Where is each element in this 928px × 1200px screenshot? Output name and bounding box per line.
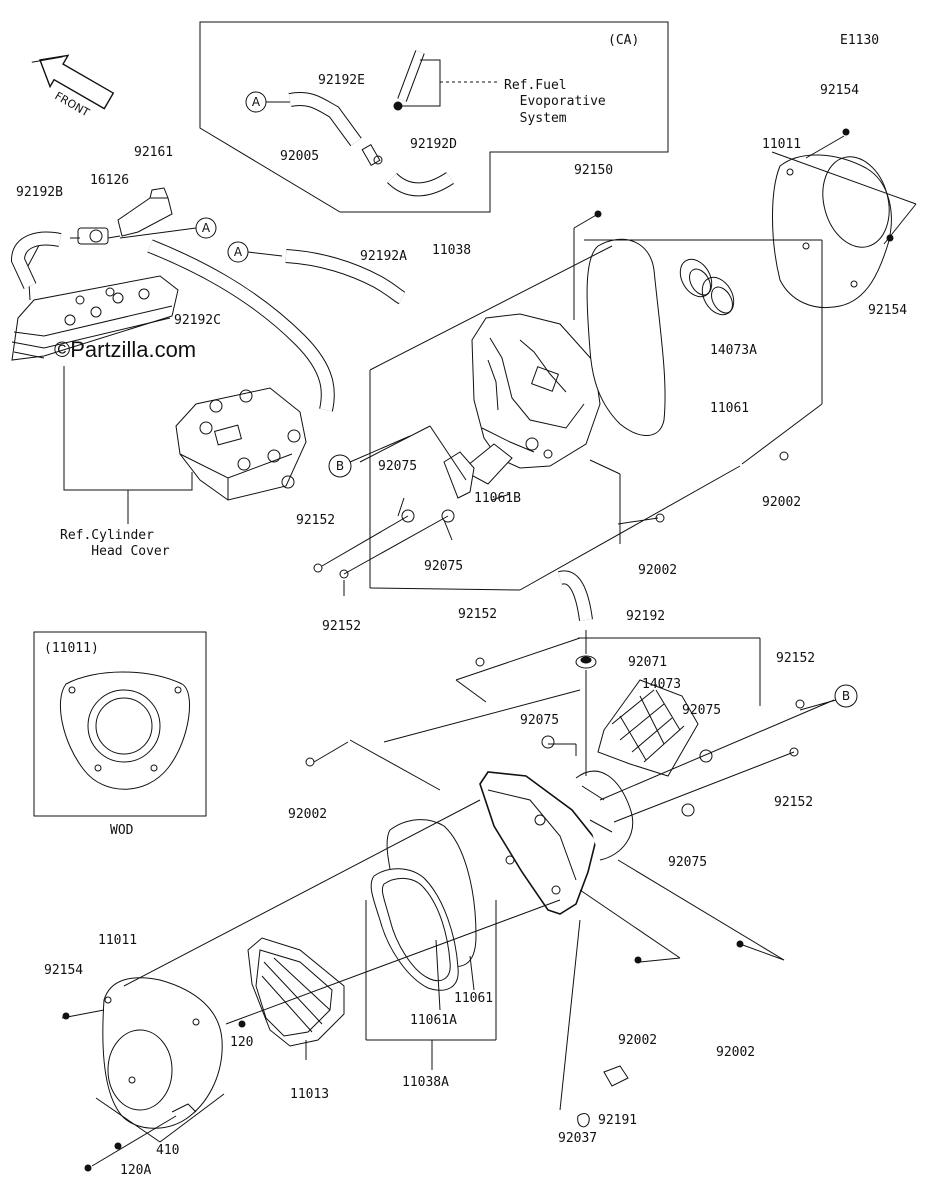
watermark: ©Partzilla.com <box>54 337 197 362</box>
lower-leaders <box>61 630 835 1167</box>
marker-a-right-text: A <box>234 245 243 259</box>
part-label[interactable]: 92192B <box>16 185 63 200</box>
part-label[interactable]: 92154 <box>868 303 908 318</box>
part-label[interactable]: 92002 <box>638 563 678 578</box>
hose-92192C[interactable] <box>147 239 335 412</box>
part-label[interactable]: 92075 <box>378 459 418 474</box>
part-label[interactable]: 92192 <box>626 609 666 624</box>
part-label[interactable]: 120A <box>120 1163 152 1178</box>
part-label[interactable]: 11061 <box>454 991 494 1006</box>
ca-region-outline <box>199 21 669 213</box>
part-label[interactable]: 410 <box>156 1143 180 1158</box>
part-label[interactable]: 92191 <box>598 1113 638 1128</box>
gasket-11061B[interactable] <box>443 451 475 499</box>
marker-b-lower-text: B <box>842 689 850 703</box>
part-label[interactable]: 92002 <box>288 807 328 822</box>
part-label[interactable]: 92075 <box>682 703 722 718</box>
part-label[interactable]: 92152 <box>322 619 362 634</box>
front-arrow <box>31 54 115 110</box>
part-label[interactable]: 11011 <box>98 933 138 948</box>
gasket-11061A[interactable] <box>370 868 459 991</box>
region-ca-label: (CA) <box>608 33 640 48</box>
part-label[interactable]: 11061 <box>710 401 750 416</box>
valve-16126[interactable] <box>70 227 121 245</box>
breather-hose-92192[interactable] <box>558 570 593 622</box>
ref-fuel-bracket <box>398 59 441 107</box>
fitting-92005[interactable] <box>361 101 403 166</box>
upper-leaders <box>321 135 917 596</box>
marker-a-ca-text: A <box>252 95 261 109</box>
ref-cylinder-note: Ref.Cylinder Head Cover <box>60 528 170 560</box>
gasket-11061[interactable] <box>586 238 666 436</box>
part-label[interactable]: 11038A <box>402 1075 449 1090</box>
part-label[interactable]: 11011 <box>762 137 802 152</box>
part-label[interactable]: 92154 <box>44 963 84 978</box>
inset-cover-wod <box>33 631 207 817</box>
part-label[interactable]: 92152 <box>774 795 814 810</box>
part-label[interactable]: 14073A <box>710 343 757 358</box>
part-label[interactable]: 16126 <box>90 173 130 188</box>
cover-11011-lower[interactable] <box>102 977 223 1129</box>
part-label[interactable]: 92192D <box>410 137 457 152</box>
marker-b-upper-text: B <box>336 459 344 473</box>
hose-92192B[interactable] <box>10 231 62 289</box>
part-label[interactable]: 92002 <box>762 495 802 510</box>
marker-a-left-text: A <box>202 221 211 235</box>
part-label[interactable]: 14073 <box>642 677 682 692</box>
part-label[interactable]: 92150 <box>574 163 614 178</box>
part-label[interactable]: 11038 <box>432 243 472 258</box>
part-label[interactable]: 92075 <box>520 713 560 728</box>
evap-tube-top <box>397 50 425 102</box>
cylinder-head-cover <box>175 387 307 501</box>
ref-cylinder-bracket <box>63 366 193 491</box>
part-label[interactable]: 92192E <box>318 73 365 88</box>
marker-b-lower: B <box>799 684 858 711</box>
part-label[interactable]: 92037 <box>558 1131 598 1146</box>
evap-hose-92192E[interactable] <box>288 92 362 147</box>
inset-top-label: (11011) <box>44 641 99 656</box>
lower-hardware <box>62 657 805 1172</box>
inset-bottom-label: WOD <box>110 823 134 838</box>
part-label[interactable]: 92154 <box>820 83 860 98</box>
part-label[interactable]: 92075 <box>424 559 464 574</box>
part-label[interactable]: 11061A <box>410 1013 457 1028</box>
ref-fuel-note: Ref.Fuel Evoporative System <box>504 78 606 126</box>
part-label[interactable]: 92161 <box>134 145 174 160</box>
ref-markers: A A A B B <box>119 91 858 711</box>
part-label[interactable]: 92005 <box>280 149 320 164</box>
element-14073[interactable] <box>597 679 699 777</box>
bracket-92161[interactable] <box>117 187 173 237</box>
part-label[interactable]: 11013 <box>290 1087 330 1102</box>
part-label[interactable]: 92075 <box>668 855 708 870</box>
part-label[interactable]: 11061B <box>474 491 521 506</box>
evap-hose-92192D[interactable] <box>387 172 454 197</box>
part-label[interactable]: 92152 <box>776 651 816 666</box>
marker-a-ca: A <box>245 91 290 113</box>
part-label[interactable]: 92002 <box>716 1045 756 1060</box>
part-label[interactable]: 92152 <box>458 607 498 622</box>
part-label[interactable]: 92071 <box>628 655 668 670</box>
air-cleaner-housing-11038[interactable] <box>461 313 601 485</box>
marker-a-right: A <box>227 241 283 263</box>
part-label[interactable]: 92192C <box>174 313 221 328</box>
part-label[interactable]: 92192A <box>360 249 407 264</box>
grommet-92071[interactable] <box>575 655 597 669</box>
breather-cover-upper[interactable] <box>11 235 179 361</box>
filter-seal-14073A[interactable] <box>674 254 740 321</box>
marker-b-upper: B <box>328 435 411 478</box>
air-cleaner-base-11038A[interactable] <box>479 770 634 915</box>
part-label[interactable]: 120 <box>230 1035 254 1050</box>
hose-92192A[interactable] <box>285 249 406 305</box>
diagram-code: E1130 <box>840 33 880 48</box>
filter-element-11013[interactable] <box>247 937 345 1047</box>
part-label[interactable]: 92152 <box>296 513 336 528</box>
part-label[interactable]: 92002 <box>618 1033 658 1048</box>
marker-a-left: A <box>119 217 217 239</box>
cover-11011-upper[interactable] <box>772 149 899 308</box>
